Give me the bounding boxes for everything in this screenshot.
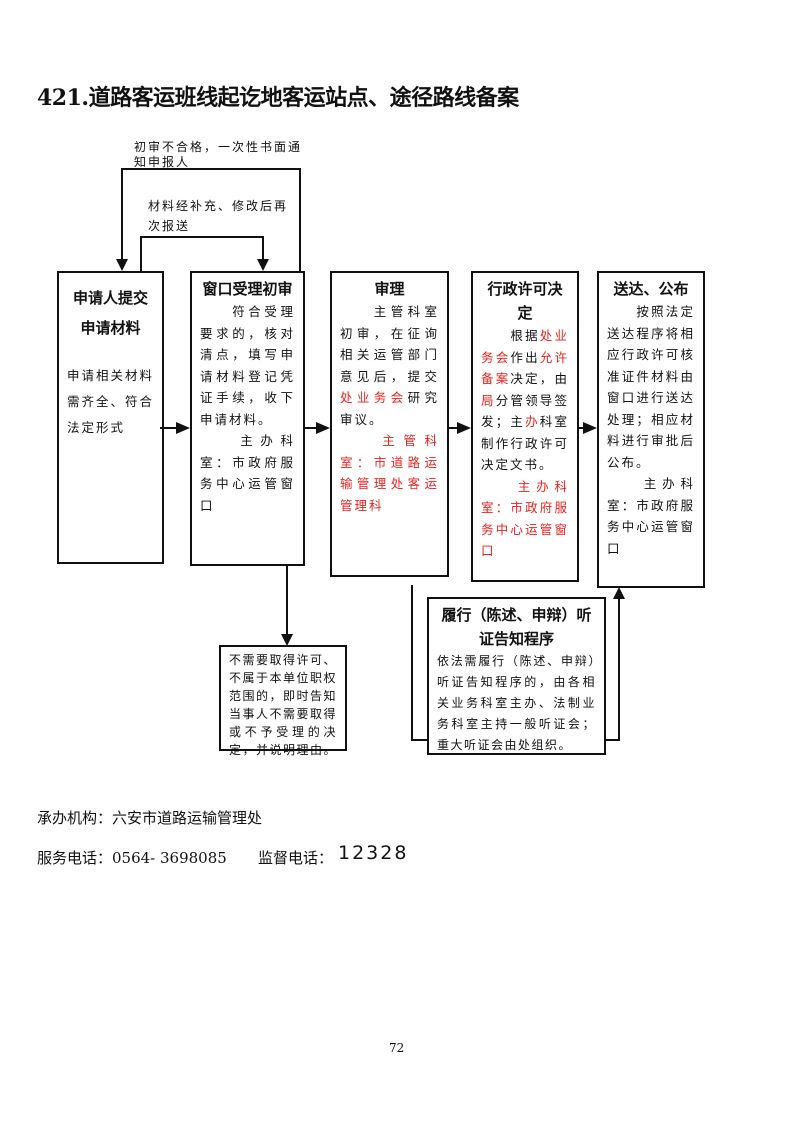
supervise-label: 监督电话： <box>258 849 334 867</box>
arrow-right-icon <box>583 422 597 434</box>
box-paragraph: 不需要取得许可、不属于本单位职权范围的，即时告知当事人不需要取得或不予受理的决定… <box>229 651 337 759</box>
highlighted-text: 局 <box>481 392 496 408</box>
highlighted-text: 主管科室：市道路运输管理处客运管理科 <box>340 433 439 513</box>
loop-line <box>140 236 264 238</box>
box-paragraph: 主管科室：市道路运输管理处客运管理科 <box>340 430 439 516</box>
box-paragraph: 符合受理要求的，核对清点，填写申请材料登记凭证手续，收下申请材料。 <box>200 301 295 430</box>
box-paragraph: 主办科室：市政府服务中心运管窗口 <box>481 476 569 562</box>
text-segment: 按照法定送达程序将相应行政许可核准证件材料由窗口进行送达处理；相应材料进行审批后… <box>607 304 695 470</box>
box-body: 按照法定送达程序将相应行政许可核准证件材料由窗口进行送达处理；相应材料进行审批后… <box>599 301 703 559</box>
service-phone: 服务电话：0564- 3698085 <box>37 849 227 867</box>
text-segment: 研究审议。 <box>340 390 439 427</box>
page-number: 72 <box>389 1041 405 1055</box>
text-segment: 决定，由 <box>510 371 569 386</box>
highlighted-text: 允许备案 <box>481 349 569 387</box>
text-segment: 申请相关材料需齐全、符合法定形式 <box>67 368 155 435</box>
loop-line <box>140 236 142 272</box>
box-paragraph: 主办科室：市政府服务中心运管窗口 <box>607 473 695 559</box>
box-body: 主管科室初审，在征询相关运管部门意见后，提交处业务会研究审议。 主管科室：市道路… <box>332 301 447 516</box>
highlighted-text: 处业务会 <box>340 390 408 405</box>
arrow-right-icon <box>316 422 330 434</box>
step-review-box: 审理 主管科室初审，在征询相关运管部门意见后，提交处业务会研究审议。 主管科室：… <box>330 271 449 577</box>
text-segment: 作出 <box>510 349 540 365</box>
box-heading: 审理 <box>374 280 405 298</box>
connector-line <box>579 427 585 429</box>
loop-line <box>121 168 301 170</box>
box-paragraph: 按照法定送达程序将相应行政许可核准证件材料由窗口进行送达处理；相应材料进行审批后… <box>607 301 695 473</box>
loop-note-inner: 材料经补充、修改后再次报送 <box>148 199 289 233</box>
box-heading: 窗口受理初审 <box>202 280 293 298</box>
connector-line <box>411 585 413 741</box>
box-heading: 申请人提交申请材料 <box>72 289 148 337</box>
text-segment: 主办科室：市政府服务中心运管窗口 <box>607 476 695 556</box>
text-segment: 根据 <box>481 328 540 343</box>
loop-line <box>262 236 264 260</box>
connector-line <box>605 739 620 741</box>
step-apply-box: 申请人提交申请材料申请相关材料需齐全、符合法定形式 <box>57 271 164 564</box>
connector-line <box>160 427 176 429</box>
box-body: 不需要取得许可、不属于本单位职权范围的，即时告知当事人不需要取得或不予受理的决定… <box>221 647 345 759</box>
connector-line <box>305 427 317 429</box>
arrow-up-icon <box>613 587 625 599</box>
box-paragraph: 申请相关材料需齐全、符合法定形式 <box>67 363 154 441</box>
box-heading: 行政许可决定 <box>487 280 563 322</box>
hearing-box: 履行（陈述、申辩）听证告知程序依法需履行（陈述、申辩）听证告知程序的，由各相关业… <box>427 597 606 755</box>
highlighted-text: 办 <box>525 414 540 429</box>
page-title: 421.道路客运班线起讫地客运站点、途径路线备案 <box>37 85 519 111</box>
text-segment: 不需要取得许可、不属于本单位职权范围的，即时告知当事人不需要取得或不予受理的决定… <box>229 653 338 757</box>
box-body: 根据处业务会作出允许备案决定，由局分管领导签发；主办科室制作行政许可决定文书。 … <box>473 325 577 562</box>
box-heading: 送达、公布 <box>613 280 689 298</box>
arrow-right-icon <box>176 422 190 434</box>
step-accept-box: 窗口受理初审 符合受理要求的，核对清点，填写申请材料登记凭证手续，收下申请材料。… <box>190 271 305 566</box>
box-paragraph: 根据处业务会作出允许备案决定，由局分管领导签发；主办科室制作行政许可决定文书。 <box>481 325 569 476</box>
loop-line <box>299 168 301 272</box>
box-paragraph: 主办科室：市政府服务中心运管窗口 <box>200 430 295 516</box>
text-segment: 主办科室：市政府服务中心运管窗口 <box>200 433 295 513</box>
text-segment: 依法需履行（陈述、申辩）听证告知程序的，由各相关业务科室主办、法制业务科室主持一… <box>437 654 596 752</box>
arrow-down-icon <box>116 259 128 271</box>
highlighted-text: 主办科室：市政府服务中心运管窗口 <box>481 478 569 559</box>
highlighted-text: 处业务会 <box>481 328 569 365</box>
supervise-number: 12328 <box>338 842 409 864</box>
text-segment: 科室制作行政许可决定文书。 <box>481 414 569 472</box>
connector-line <box>449 427 459 429</box>
loop-line <box>121 168 123 260</box>
text-segment: 主管科室初审，在征询相关运管部门意见后，提交 <box>340 304 439 384</box>
text-segment: 符合受理要求的，核对清点，填写申请材料登记凭证手续，收下申请材料。 <box>200 304 295 427</box>
text-segment: 分管领导签发；主 <box>481 392 569 430</box>
arrow-down-icon <box>281 634 293 646</box>
loop-note-outer: 初审不合格，一次性书面通知申报人 <box>134 140 303 169</box>
box-heading: 履行（陈述、申辩）听证告知程序 <box>441 606 592 648</box>
step-decision-box: 行政许可决定 根据处业务会作出允许备案决定，由局分管领导签发；主办科室制作行政许… <box>471 271 579 582</box>
box-paragraph: 主管科室初审，在征询相关运管部门意见后，提交处业务会研究审议。 <box>340 301 439 430</box>
step-delivery-box: 送达、公布 按照法定送达程序将相应行政许可核准证件材料由窗口进行送达处理；相应材… <box>597 271 705 588</box>
connector-line <box>618 598 620 741</box>
reject-notice-box: 不需要取得许可、不属于本单位职权范围的，即时告知当事人不需要取得或不予受理的决定… <box>219 645 347 757</box>
connector-line <box>411 739 428 741</box>
box-body: 依法需履行（陈述、申辩）听证告知程序的，由各相关业务科室主办、法制业务科室主持一… <box>429 651 604 756</box>
arrow-down-icon <box>257 259 269 271</box>
arrow-right-icon <box>457 422 471 434</box>
box-body: 申请相关材料需齐全、符合法定形式 <box>59 363 162 441</box>
org-text: 承办机构：六安市道路运输管理处 <box>37 809 263 827</box>
connector-line <box>286 566 288 636</box>
box-body: 符合受理要求的，核对清点，填写申请材料登记凭证手续，收下申请材料。 主办科室：市… <box>192 301 303 516</box>
box-paragraph: 依法需履行（陈述、申辩）听证告知程序的，由各相关业务科室主办、法制业务科室主持一… <box>437 651 596 756</box>
